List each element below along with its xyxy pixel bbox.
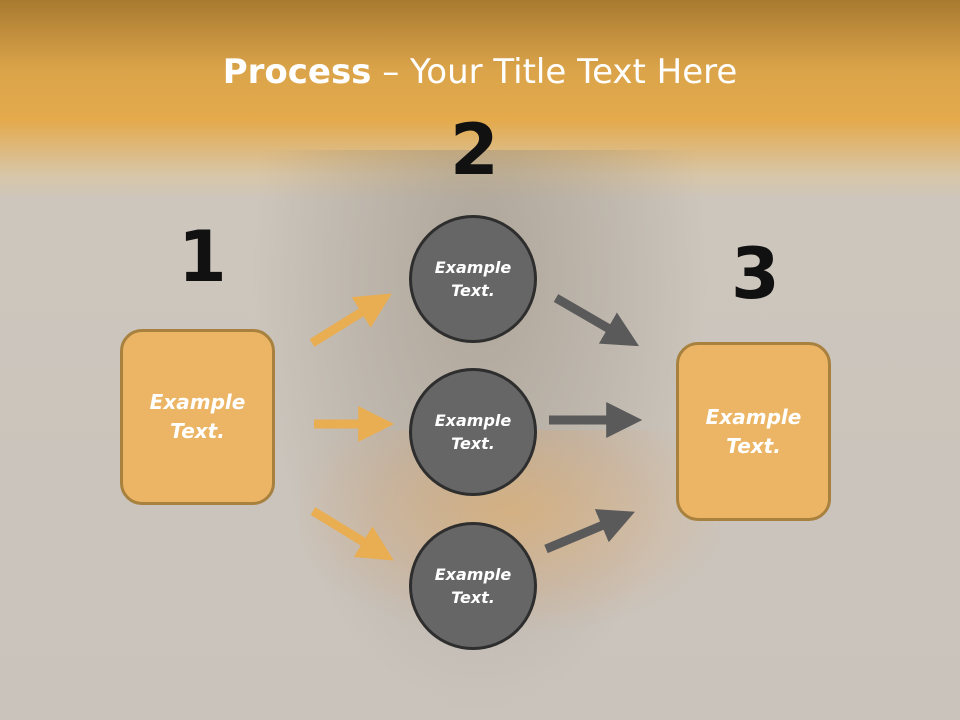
left-box-text: Example Text. — [149, 390, 246, 443]
arrow-bottom-to-right — [544, 509, 635, 554]
title-bold: Process — [222, 52, 372, 92]
arrow-left-to-top — [309, 293, 392, 347]
circle-bottom-text: Example Text. — [434, 565, 512, 607]
right-process-box: Example Text. — [676, 342, 831, 521]
title-rest: – Your Title Text Here — [371, 52, 738, 92]
arrow-left-to-bottom — [310, 507, 394, 561]
step-number-2: 2 — [450, 109, 499, 191]
process-circle-middle: Example Text. — [409, 368, 537, 496]
slide-title: Process – Your Title Text Here — [0, 52, 960, 92]
process-circle-bottom: Example Text. — [409, 522, 537, 650]
arrow-top-to-right — [553, 294, 640, 347]
step-number-1: 1 — [178, 216, 227, 298]
right-box-text: Example Text. — [705, 404, 802, 458]
step-number-3: 3 — [731, 233, 780, 315]
circle-middle-text: Example Text. — [434, 411, 512, 453]
process-circle-top: Example Text. — [409, 215, 537, 343]
left-process-box: Example Text. — [120, 329, 275, 505]
circle-top-text: Example Text. — [434, 258, 512, 300]
